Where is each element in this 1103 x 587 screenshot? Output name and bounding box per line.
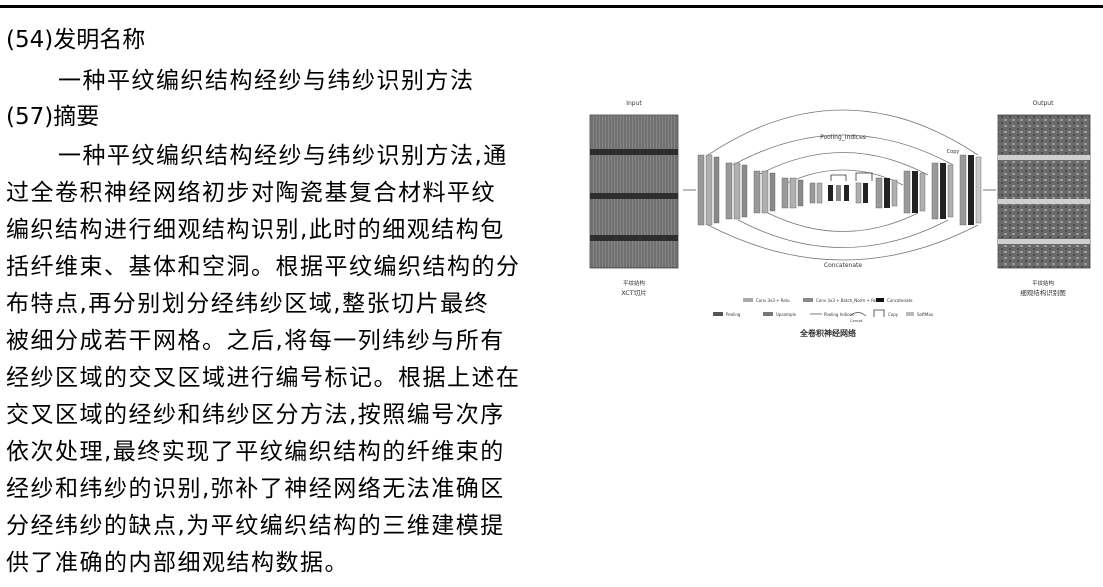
conv-layer <box>697 154 705 226</box>
output-label: Output <box>1033 100 1054 107</box>
fcn-diagram: Input Output Pooling_Indices Copy Concat… <box>589 100 1091 338</box>
legend-label: Pooling <box>726 312 741 317</box>
abstract-line: 编织结构进行细观结构识别,此时的细观结构包 <box>6 217 505 243</box>
legend-swatch <box>803 298 813 302</box>
legend-label: Copy <box>888 312 899 317</box>
input-warp-band <box>590 193 678 199</box>
legend-label: Conv 3x3 + Batch_Norm + Relu <box>816 298 880 303</box>
left-caption-line2: XCT切片 <box>621 288 647 297</box>
conv-layer <box>809 182 816 204</box>
figure-caption: 全卷积神经网络 <box>799 328 856 338</box>
legend-row-1: Conv 3x3 + Relu Conv 3x3 + Batch_Norm + … <box>743 298 913 303</box>
conv-layer <box>875 177 883 209</box>
decoder-layers <box>855 154 982 226</box>
section-57-label: (57)摘要 <box>6 104 100 130</box>
skip-arc <box>732 134 954 166</box>
abstract-line: 依次处理,最终实现了平纹编织结构的纤维束的 <box>6 439 505 465</box>
legend-swatch <box>906 312 914 316</box>
concatenate-label: Concatenate <box>824 262 863 269</box>
abstract-line: 交叉区域的经纱和纬纱区分方法,按照编号次序 <box>6 402 505 428</box>
top-rule <box>0 5 1103 8</box>
concat-layer <box>863 183 868 203</box>
conv-layer <box>705 154 713 226</box>
input-warp-band <box>590 235 678 241</box>
conv-layer <box>781 177 789 209</box>
copy-label: Copy <box>947 149 960 155</box>
right-caption-line1: 平纹结构 <box>1032 279 1055 287</box>
conv-layer <box>891 179 898 207</box>
conv-layer <box>789 177 797 209</box>
concat-layer <box>912 171 918 213</box>
output-band <box>998 199 1090 204</box>
input-label: Input <box>626 100 642 107</box>
pooling-indices-label: Pooling_Indices <box>820 134 866 141</box>
legend-label: Pooling Indices <box>824 312 854 317</box>
conv-layer <box>836 185 841 201</box>
right-caption-line2: 细观结构识别图 <box>1020 288 1066 297</box>
conv-layer <box>797 179 804 207</box>
bottleneck-layers <box>828 172 873 201</box>
legend-row-2: Pooling Upsample Pooling Indices Concat … <box>713 309 934 323</box>
input-xct-image <box>589 114 679 269</box>
abstract-line: 供了准确的内部细观结构数据。 <box>6 550 349 576</box>
abstract-line: 布特点,再分别划分经纬纱区域,整张切片最终 <box>6 291 490 317</box>
conv-layer <box>769 172 776 212</box>
legend-arc <box>849 312 867 317</box>
conv-layer <box>903 170 911 214</box>
conv-layer <box>725 162 733 220</box>
skip-arc <box>707 109 979 156</box>
skip-arc <box>737 219 949 248</box>
encoder-layers <box>697 154 823 226</box>
output-band <box>998 239 1090 244</box>
legend-label: Concatenate <box>887 298 913 303</box>
legend-swatch <box>743 298 753 302</box>
concat-layer <box>844 185 849 201</box>
legend-swatch <box>763 312 773 316</box>
abstract-line: 经纱和纬纱的识别,弥补了神经网络无法准确区 <box>6 476 505 502</box>
abstract-line: 过全卷积神经网络初步对陶瓷基复合材料平纹 <box>6 180 496 206</box>
conv-layer <box>919 172 926 212</box>
abstract-line: 一种平纹编织结构经纱与纬纱识别方法,通 <box>58 143 508 169</box>
conv-layer <box>959 154 967 226</box>
legend-swatch <box>713 312 723 316</box>
conv-layer <box>753 170 761 214</box>
legend-bracket <box>873 309 885 317</box>
abstract-line: 经纱区域的交叉区域进行编号标记。根据上述在 <box>6 365 521 391</box>
copy-bracket <box>830 174 847 181</box>
copy-bracket <box>855 172 873 181</box>
conv-layer <box>733 162 741 220</box>
softmax-layer <box>975 156 982 224</box>
conv-layer <box>761 170 769 214</box>
concat-layer <box>968 155 974 225</box>
legend-label: Concat <box>850 319 863 323</box>
legend-label: SoftMax <box>917 312 934 317</box>
output-band <box>998 155 1090 160</box>
conv-layer <box>741 164 748 218</box>
invention-title: 一种平纹编织结构经纱与纬纱识别方法 <box>58 68 475 94</box>
conv-layer <box>713 156 720 224</box>
left-caption-line1: 平纹结构 <box>623 279 646 287</box>
concat-layer <box>940 163 946 219</box>
skip-arc <box>757 152 929 176</box>
output-segmentation-image <box>997 114 1091 269</box>
concat-layer <box>884 178 890 208</box>
skip-arc <box>707 224 979 261</box>
legend-swatch <box>876 298 884 302</box>
concat-layer <box>828 185 833 201</box>
conv-layer <box>931 162 939 220</box>
abstract-line: 被细分成若干网格。之后,将每一列纬纱与所有 <box>6 328 505 354</box>
conv-layer <box>855 182 862 204</box>
conv-layer <box>816 182 823 204</box>
abstract-line: 括纤维束、基体和空洞。根据平纹编织结构的分 <box>6 254 521 280</box>
input-warp-band <box>590 149 678 155</box>
section-54-label: (54)发明名称 <box>6 27 146 53</box>
skip-arc <box>767 212 919 232</box>
abstract-line: 分经纬纱的缺点,为平纹编织结构的三维建模提 <box>6 513 505 539</box>
legend-label: Upsample <box>776 312 797 317</box>
conv-layer <box>947 164 954 218</box>
legend-label: Conv 3x3 + Relu <box>756 298 790 303</box>
